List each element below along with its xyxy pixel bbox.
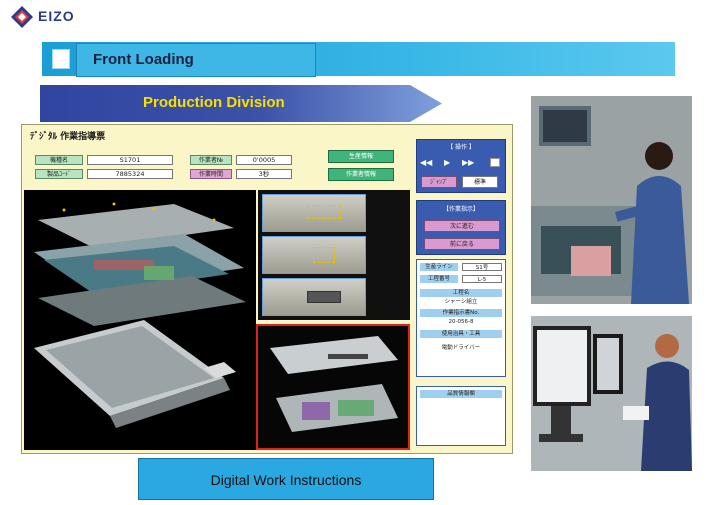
line-label: 生産ライン (420, 263, 458, 271)
process-no-label: 工程番号 (420, 275, 458, 283)
product-code-label: 製品ｺｰﾄﾞ (35, 169, 83, 179)
standard-mode-button[interactable]: 標準 (462, 176, 498, 188)
worker-at-assembly-line-image (531, 96, 692, 304)
process-name-label: 工程名 (420, 289, 502, 297)
part-outline (307, 291, 341, 303)
factory-worker-photo (531, 96, 692, 304)
eizo-logo-icon (11, 6, 33, 28)
operator-info-button[interactable]: 作業者情報 (328, 168, 394, 181)
highlight-box (307, 205, 341, 219)
process-name-value: シャーシ組立 (444, 299, 478, 305)
previous-step-button[interactable]: 前に戻る (424, 238, 500, 250)
process-no-value: L-5 (462, 275, 502, 283)
next-step-button[interactable]: 次に進む (424, 220, 500, 232)
procedure-thumbnails (258, 190, 410, 320)
highlight-box (313, 247, 335, 263)
jump-mode-button[interactable]: ｼﾞｬﾝﾌﾟ (421, 176, 457, 188)
quality-notes-heading: 品質情報欄 (420, 390, 502, 398)
operation-control-heading: 【 操作 】 (447, 144, 475, 151)
tools-label: 使用治具・工具 (420, 330, 502, 338)
instruction-no-label: 作業指示書No. (420, 309, 502, 317)
instruction-no-value: 20-056-8 (448, 319, 474, 325)
digital-work-instructions-label: Digital Work Instructions (210, 472, 362, 488)
operator-monitor-photo (531, 316, 692, 471)
rewind-button[interactable]: ◀◀ (420, 158, 433, 167)
stop-button[interactable] (490, 158, 500, 167)
step-thumbnail-2[interactable] (262, 236, 366, 274)
product-code-value: 7885324 (87, 169, 173, 179)
detail-chassis-image (270, 336, 398, 432)
model-name-value: S1701 (87, 155, 173, 165)
work-instruction-title: ﾃﾞｼﾞﾀﾙ 作業指導票 (30, 132, 106, 142)
model-name-label: 機種名 (35, 155, 83, 165)
production-division-arrow (40, 85, 442, 122)
operator-no-value: 0'0005 (236, 155, 292, 165)
step-thumbnail-1[interactable] (262, 194, 366, 232)
tools-value: 電動ドライバー (441, 345, 481, 351)
work-time-value: 3秒 (236, 169, 292, 179)
banner-square (52, 49, 70, 69)
work-time-label: 作業時間 (190, 169, 232, 179)
front-loading-label: Front Loading (93, 51, 194, 68)
procedure-control-heading: 【作業指示】 (442, 206, 479, 213)
play-button[interactable]: ▶ (444, 158, 451, 167)
operator-no-label: 作業者№ (190, 155, 232, 165)
detail-view (256, 324, 410, 450)
fast-forward-button[interactable]: ▶▶ (462, 158, 475, 167)
step-thumbnail-3[interactable] (262, 278, 366, 316)
production-info-button[interactable]: 生産情報 (328, 150, 394, 163)
digital-work-instructions-box (138, 458, 434, 500)
exploded-view-render (24, 190, 256, 450)
production-division-label: Production Division (143, 94, 285, 111)
front-loading-label-box (76, 43, 316, 77)
worker-testing-monitors-image (531, 316, 692, 471)
eizo-logo-text: EIZO (38, 8, 75, 24)
line-value: S1号 (462, 263, 502, 271)
monitor-chassis-3d-image (34, 202, 246, 428)
